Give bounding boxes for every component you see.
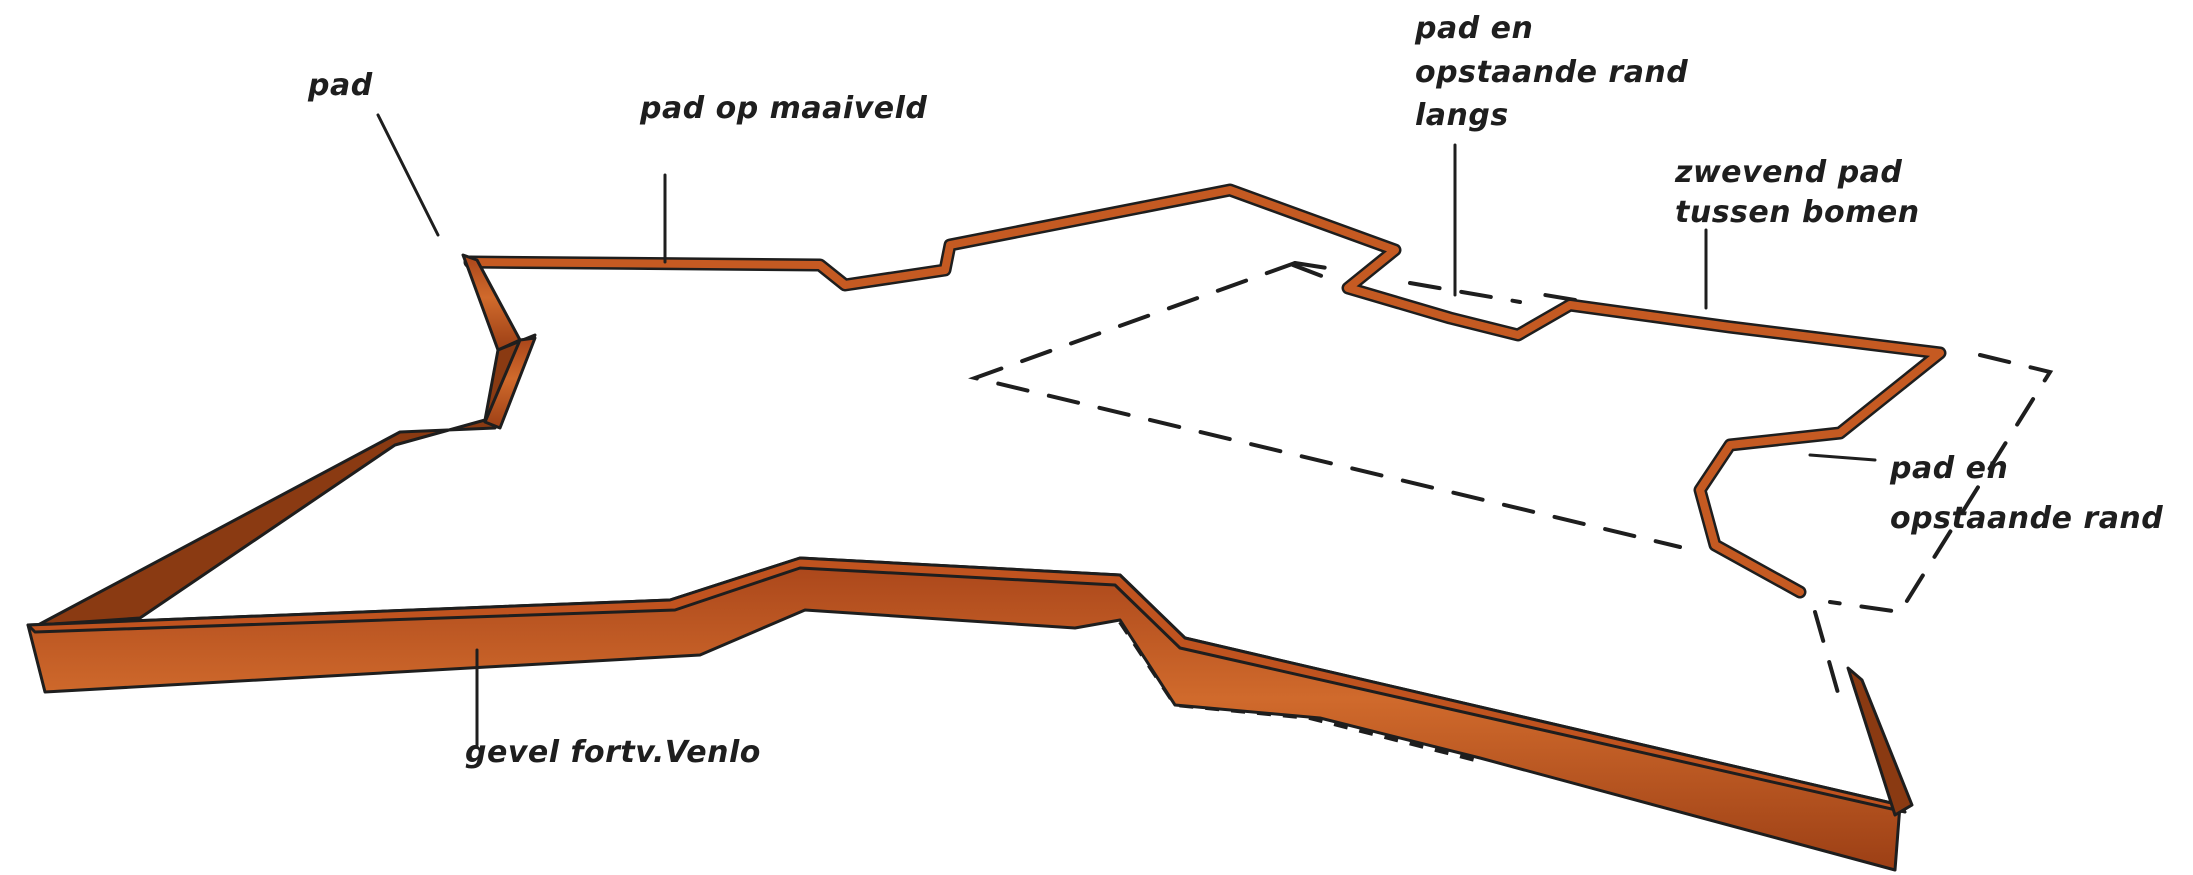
top-dashed-outline bbox=[1293, 261, 1522, 304]
pad-op-maaiveld-path-fill bbox=[466, 186, 1944, 596]
label-pad-en-opstaande-rand-line2: opstaande rand bbox=[1890, 501, 2163, 536]
label-gevel: gevel fortv.Venlo bbox=[465, 735, 761, 770]
label-pad-en-opstaande-rand-langs-line3: langs bbox=[1415, 98, 1509, 133]
label-pad-en-opstaande-rand-langs-line1: pad en bbox=[1414, 11, 1533, 46]
gevel-front-wall-top bbox=[26, 556, 1907, 814]
label-pad-op-maaiveld: pad op maaiveld bbox=[639, 91, 927, 126]
label-zwevend-pad-line2: tussen bomen bbox=[1675, 195, 1920, 230]
left-wall-slope bbox=[36, 333, 537, 627]
leader-pad bbox=[376, 113, 440, 237]
lower-right-dashed-connector bbox=[1813, 610, 1842, 702]
right-dashed-outline bbox=[1828, 353, 2054, 615]
label-pad: pad bbox=[307, 68, 373, 103]
label-pad-en-opstaande-rand-line1: pad en bbox=[1889, 451, 2008, 486]
gevel-front-wall bbox=[26, 556, 1902, 872]
left-wall-inner-face bbox=[483, 336, 537, 430]
leader-pad-en-opstaande-rand bbox=[1808, 453, 1877, 462]
pad-op-maaiveld-path bbox=[463, 183, 1947, 599]
right-end-wall bbox=[1846, 666, 1914, 817]
pad-wall-upper-left bbox=[461, 253, 522, 352]
label-pad-en-opstaande-rand-langs-line2: opstaande rand bbox=[1415, 55, 1688, 90]
label-zwevend-pad-line1: zwevend pad bbox=[1674, 155, 1902, 190]
